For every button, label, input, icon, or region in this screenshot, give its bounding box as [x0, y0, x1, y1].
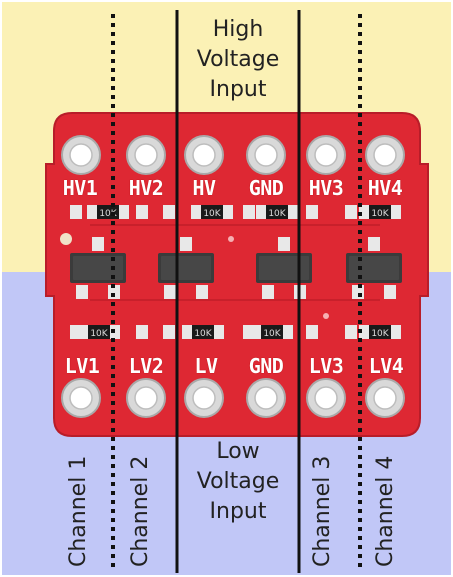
pin-pad-lv [184, 378, 224, 418]
high-voltage-input-label: High Voltage Input [163, 15, 313, 105]
pin-label-gnd-high: GND [248, 176, 284, 200]
via [228, 236, 234, 242]
channel-2-label: Channel 2 [128, 455, 153, 567]
pin-label-lv: LV [194, 354, 218, 378]
pcb-body [45, 112, 429, 437]
channel-3-label: Channel 3 [310, 455, 335, 567]
pin-label-hv2: HV2 [128, 176, 164, 200]
solder-pad [163, 325, 175, 339]
high-voltage-line-3: Input [209, 77, 267, 102]
svg-text:10K: 10K [194, 329, 212, 339]
svg-text:10K: 10K [371, 209, 389, 219]
solder-pad [306, 205, 318, 219]
pin-pad-gnd [246, 135, 286, 175]
pin-label-lv1: LV1 [64, 354, 100, 378]
resistor: 10K [87, 205, 129, 219]
resistor: 10K [191, 205, 233, 219]
resistor: 10K [182, 325, 224, 339]
pin-label-lv3: LV3 [308, 354, 344, 378]
pin-label-hv3: HV3 [308, 176, 344, 200]
solder-pad [243, 325, 255, 339]
channel-1-label: Channel 1 [66, 455, 91, 567]
svg-text:10K: 10K [268, 209, 286, 219]
low-voltage-input-label: Low Voltage Input [163, 437, 313, 527]
resistor: 10K [359, 205, 401, 219]
pin-label-hv1: HV1 [62, 176, 98, 200]
svg-text:10K: 10K [90, 329, 108, 339]
mosfet-chip [158, 237, 214, 299]
svg-text:10K: 10K [203, 209, 221, 219]
high-side-pads [61, 135, 405, 175]
high-voltage-line-1: High [212, 17, 264, 42]
low-voltage-line-1: Low [216, 439, 260, 464]
pin-pad-lv3 [306, 378, 346, 418]
pin-pad-hv4 [365, 135, 405, 175]
solder-pad [243, 205, 255, 219]
low-side-pads [61, 378, 405, 418]
solder-pad [70, 325, 82, 339]
via [323, 313, 329, 319]
resistor: 10K [256, 205, 298, 219]
solder-pad [306, 325, 318, 339]
solder-pad [345, 325, 357, 339]
svg-text:10K: 10K [371, 329, 389, 339]
high-side-resistors: 10K 10K 10K 10K [70, 205, 401, 219]
pin-pad-hv3 [306, 135, 346, 175]
pin-pad-lv4 [365, 378, 405, 418]
solder-pad [163, 205, 175, 219]
low-voltage-line-2: Voltage [196, 469, 280, 494]
svg-text:10K: 10K [99, 209, 117, 219]
pin-label-hv4: HV4 [367, 176, 403, 200]
resistor: 10K [251, 325, 293, 339]
divider-lines [111, 10, 362, 573]
solder-pad [70, 205, 82, 219]
pin-pad-lv2 [126, 378, 166, 418]
low-side-resistors: 10K 10K 10K 10K [70, 325, 401, 339]
pin-pad-gnd [246, 378, 286, 418]
pin-label-lv4: LV4 [368, 354, 404, 378]
pin-pad-hv1 [61, 135, 101, 175]
pin-label-lv2: LV2 [128, 354, 164, 378]
svg-text:10K: 10K [263, 329, 281, 339]
solder-pad [136, 205, 148, 219]
mounting-dot [60, 233, 72, 245]
pin-pad-hv [184, 135, 224, 175]
solder-pad [345, 205, 357, 219]
pcb-board [45, 112, 429, 437]
pin-pad-hv2 [126, 135, 166, 175]
mosfets [70, 237, 402, 299]
channel-4-label: Channel 4 [373, 455, 398, 567]
pin-pad-lv1 [61, 378, 101, 418]
low-voltage-line-3: Input [209, 499, 267, 524]
pin-label-hv: HV [192, 176, 216, 200]
high-voltage-line-2: Voltage [196, 47, 280, 72]
solder-pad [136, 325, 148, 339]
pin-label-gnd-low: GND [248, 354, 284, 378]
resistor: 10K [359, 325, 401, 339]
